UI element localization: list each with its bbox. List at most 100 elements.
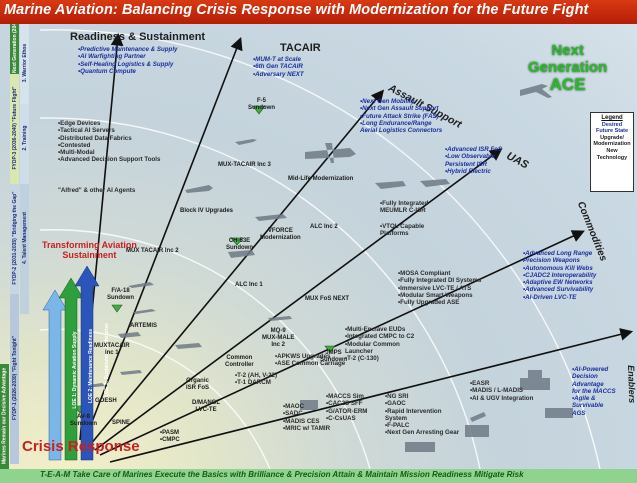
timeline-column-label: FYDP-2 (2031-2035) "Bridging the Gap" bbox=[11, 191, 18, 285]
page-title: Marine Aviation: Balancing Crisis Respon… bbox=[4, 2, 589, 18]
timeline-column: 4. Talent Management bbox=[20, 164, 29, 314]
jet-icon bbox=[520, 84, 552, 98]
header-readiness: Readiness & Sustainment bbox=[70, 31, 206, 43]
crisis-response-label: Crisis Response bbox=[22, 438, 140, 455]
list-item: •CJADC2 Interoperability bbox=[523, 271, 597, 279]
list-item: •T-2 (AH, V-22) bbox=[235, 372, 278, 379]
arc-fydp3 bbox=[39, 117, 481, 470]
drone-icon bbox=[120, 370, 142, 375]
list-item: MEUMLR C-ISR bbox=[380, 207, 426, 215]
timeline-column-label: FYDP-1 (2026-2030) "Fight Tonight" bbox=[11, 335, 18, 421]
timeline-column: FYDP-2 (2031-2035) "Bridging the Gap" bbox=[10, 184, 19, 294]
drone-icon bbox=[268, 313, 292, 323]
list-item: Platforms bbox=[380, 230, 409, 238]
list-item: for the MACCS bbox=[572, 387, 616, 395]
legend-new: New bbox=[606, 147, 618, 154]
readiness-modernization-list: •Edge Devices•Tactical AI Servers•Distri… bbox=[58, 120, 160, 164]
timeline-column-label: 3. Warrior Ethos bbox=[21, 43, 28, 83]
fa18-sundown-marker bbox=[111, 304, 123, 313]
timeline-column-label: 4. Talent Management bbox=[21, 212, 28, 264]
list-item: •Tactical AI Servers bbox=[58, 127, 115, 135]
loe3-label: LOE 3: Sustainment Enterprise bbox=[104, 323, 110, 397]
list-item: •6th Gen TACAIR bbox=[253, 63, 303, 71]
helicopter-icon bbox=[360, 177, 410, 189]
list-item: Precision Weapons bbox=[523, 257, 580, 265]
list-item: Survivable bbox=[572, 402, 604, 410]
arrow-commodities bbox=[99, 230, 585, 456]
loe1-arrow bbox=[42, 289, 68, 461]
alc-inc2-label: ALC Inc 2 bbox=[310, 224, 338, 230]
mux-tacair-inc3-label: MUX-TACAIR Inc 3 bbox=[218, 162, 271, 168]
helicopter-icon bbox=[118, 332, 141, 338]
arrow-uas bbox=[94, 148, 503, 451]
vehicle-icon bbox=[405, 442, 435, 452]
list-item: •NG SRI bbox=[385, 393, 409, 400]
arc-nextgen bbox=[39, 29, 601, 470]
cargo-plane-icon bbox=[305, 143, 356, 163]
list-item: •Fully Integrated bbox=[380, 200, 429, 207]
list-item: •Modular Common bbox=[345, 340, 400, 348]
list-item: •ASE Common Carriage bbox=[275, 360, 346, 368]
list-item: •Multi-Modal bbox=[58, 149, 95, 157]
list-item: •APKWS Upgrades bbox=[275, 353, 331, 360]
tacair-future-list: •MUM-T at Scale•6th Gen TACAIR•Adversary… bbox=[253, 56, 304, 78]
list-item: •Advanced Survivability bbox=[523, 286, 594, 294]
helicopter-icon bbox=[220, 246, 260, 258]
list-item: •Next Gen Assault Support bbox=[360, 105, 439, 113]
list-item: •Advanced ISR FoS bbox=[445, 146, 503, 153]
legend-future-state: Future State bbox=[595, 128, 629, 135]
list-item: Decision bbox=[572, 373, 598, 381]
header-tacair: TACAIR bbox=[280, 42, 321, 54]
list-item: •Edge Devices bbox=[58, 120, 101, 127]
ngsri-list: •NG SRI•GAOC•Rapid Intervention System•F… bbox=[385, 393, 459, 437]
list-item: •MOSA Compliant bbox=[398, 270, 451, 277]
loe3-arrow bbox=[74, 265, 100, 461]
footer-banner: T-E-A-M Take Care of Marines Execute the… bbox=[0, 469, 637, 483]
arc-fydp2 bbox=[39, 229, 371, 470]
arrow-tacair bbox=[84, 37, 243, 441]
meumr-list: •Fully Integrated MEUMLR C-ISR bbox=[380, 200, 428, 215]
assault-future-list: •Next Gen Mobility•Next Gen Assault Supp… bbox=[360, 98, 442, 134]
f5-sundown-marker bbox=[252, 105, 266, 115]
list-item: •VTOL Capable bbox=[380, 223, 425, 230]
maoc-list: •MAOC•SADC•MADIS CES•MRIC w/ TAMIR bbox=[283, 403, 330, 432]
mux-tacair-inc2-label: MUX TACAIR Inc 2 bbox=[126, 248, 179, 254]
arc-fydp1 bbox=[39, 328, 271, 470]
timeline-column: FYDP-3 (2036-2040) "Future Flight" bbox=[10, 74, 19, 184]
list-item: •T-2 (C-130) bbox=[345, 355, 379, 363]
mosa-list: •MOSA Compliant•Fully Integrated DI Syst… bbox=[398, 270, 481, 306]
timeline-column: 2. Training bbox=[20, 94, 29, 184]
multi-enclave-list: •Multi-Enclave EUDs•Integrated CMPC to C… bbox=[345, 326, 414, 362]
list-item: •Fully Integrated DI Systems bbox=[398, 277, 482, 285]
list-item: •Distributed Data Fabrics bbox=[58, 134, 132, 142]
list-item: •SADC bbox=[283, 410, 303, 418]
alc-inc1-label: ALC Inc 1 bbox=[235, 282, 263, 288]
list-item: •T-1 DARCM bbox=[235, 379, 271, 387]
list-item: •AI Warfighting Partner bbox=[78, 53, 146, 61]
list-item: Advantage bbox=[572, 380, 604, 388]
legend-new-technology: Technology bbox=[596, 154, 628, 161]
helicopter-icon bbox=[410, 175, 456, 187]
list-item: •Next Gen Arresting Gear bbox=[385, 429, 460, 437]
tiltrotor-icon bbox=[255, 214, 287, 221]
list-item: Aerial Logistics Connectors bbox=[360, 127, 443, 135]
goesh-label: GOESH bbox=[95, 398, 117, 404]
list-item: •Integrated CMPC to C2 bbox=[345, 333, 415, 341]
jet-icon bbox=[185, 185, 213, 193]
list-item: •Modular Smart Weapons bbox=[398, 291, 473, 299]
timeline-column: Marines Remain our Decisive Advantage bbox=[0, 364, 9, 469]
list-item: Launcher bbox=[345, 347, 373, 355]
maccs-list: •MACCS Sim•CAC2S SFF•G/ATOR-ERM•C-CsUAS bbox=[326, 393, 367, 422]
list-item: •Autonomous Kill Webs bbox=[523, 264, 593, 272]
launcher-icon bbox=[520, 370, 550, 390]
list-item: •MACCS Sim bbox=[326, 393, 364, 400]
sustainment-arrows bbox=[42, 265, 100, 461]
list-item: •AI-Powered bbox=[572, 366, 609, 373]
